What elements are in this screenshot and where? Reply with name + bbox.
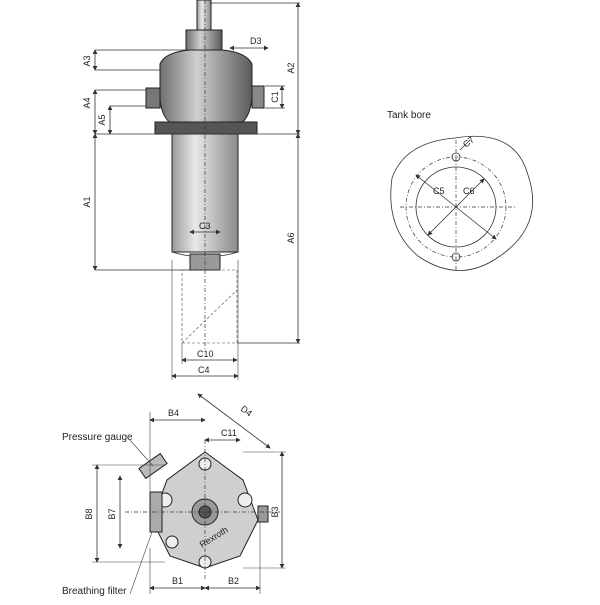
tank-bore-outline xyxy=(390,135,534,271)
label-b2: B2 xyxy=(228,576,239,586)
filter-head xyxy=(159,49,253,125)
label-b4: B4 xyxy=(168,408,179,418)
label-c1: C1 xyxy=(270,91,280,103)
label-a2: A2 xyxy=(286,62,296,73)
mounting-flange xyxy=(154,121,258,135)
label-a6: A6 xyxy=(286,232,296,243)
label-c4: C4 xyxy=(198,365,210,375)
label-c11: C11 xyxy=(221,428,237,438)
label-d3: D3 xyxy=(250,36,262,46)
label-c10: C10 xyxy=(197,349,214,359)
label-a5: A5 xyxy=(97,114,107,125)
top-view: Pressure gauge Breathing filter Rexroth xyxy=(62,393,286,597)
extension-tube xyxy=(181,269,238,344)
label-a3: A3 xyxy=(82,55,92,66)
tank-bore-view: Tank bore C5 C6 C7 xyxy=(387,110,534,271)
top-nut xyxy=(185,29,223,51)
label-a4: A4 xyxy=(82,97,92,108)
label-c5: C5 xyxy=(433,186,445,196)
label-b3: B3 xyxy=(270,506,280,517)
label-d4: D4 xyxy=(239,404,254,419)
label-b7: B7 xyxy=(107,508,117,519)
label-b8: B8 xyxy=(84,508,94,519)
label-c6: C6 xyxy=(463,186,475,196)
bolt-lower-left xyxy=(165,535,179,549)
bolt-right xyxy=(237,492,253,508)
pressure-gauge-caption: Pressure gauge xyxy=(62,432,133,443)
head-port xyxy=(145,87,161,109)
side-port xyxy=(257,505,269,523)
side-fitting xyxy=(251,85,265,109)
tank-bore-caption: Tank bore xyxy=(387,110,431,121)
top-stem xyxy=(196,0,212,31)
breathing-filter-caption: Breathing filter xyxy=(62,586,127,597)
label-a1: A1 xyxy=(82,196,92,207)
label-b1: B1 xyxy=(172,576,183,586)
side-view: A3 A4 A5 A1 A2 A6 C1 D3 C3 C10 C4 xyxy=(82,0,301,380)
label-c3: C3 xyxy=(199,221,211,231)
